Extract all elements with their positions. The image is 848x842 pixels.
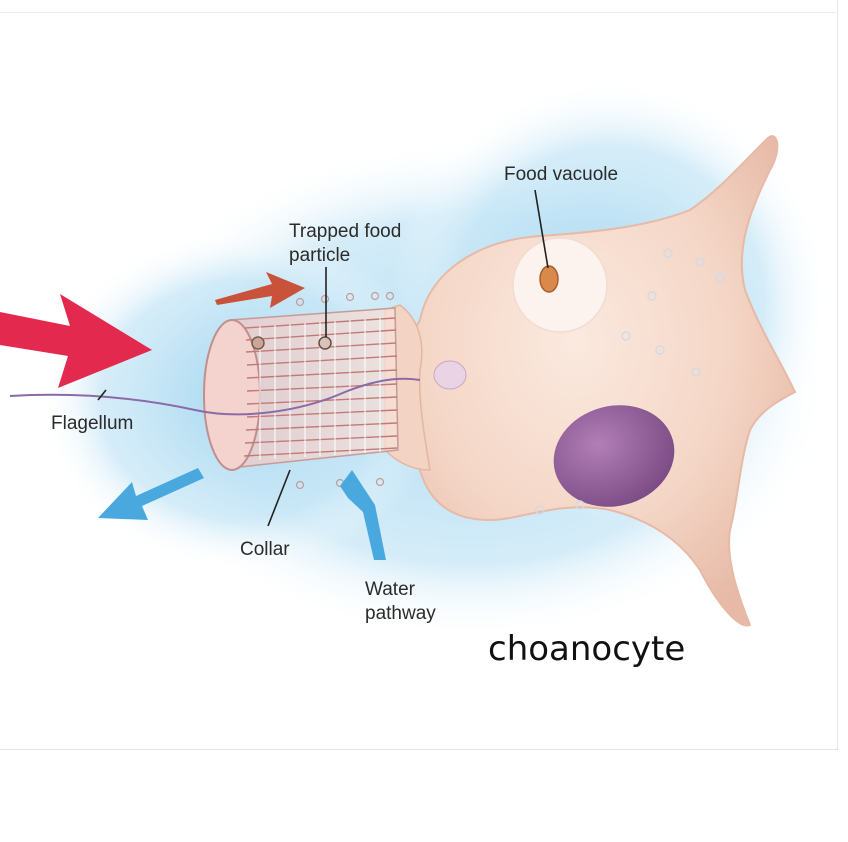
cell-body bbox=[393, 135, 797, 627]
label-trapped-food-line1: Trapped food bbox=[289, 221, 401, 242]
vesicles bbox=[535, 248, 725, 515]
callout-lines bbox=[97, 189, 549, 527]
choanocyte-diagram: Food vacuole Trapped food particle Flage… bbox=[0, 80, 830, 640]
water-pathway-arrow bbox=[340, 470, 386, 560]
frame-top-border bbox=[0, 12, 838, 13]
label-flagellum: Flagellum bbox=[51, 413, 133, 434]
label-water-line2: pathway bbox=[365, 603, 436, 624]
incoming-water-arrow bbox=[0, 294, 152, 388]
label-collar: Collar bbox=[240, 539, 290, 560]
flagellum bbox=[9, 377, 421, 416]
caption-choanocyte: choanocyte bbox=[488, 629, 686, 669]
label-food-vacuole: Food vacuole bbox=[504, 164, 618, 185]
trapped-food-particle-2 bbox=[318, 336, 332, 350]
trapped-food-particle-1 bbox=[251, 336, 265, 350]
collar-mesh bbox=[203, 291, 399, 490]
current-arrow bbox=[215, 272, 305, 308]
nucleus bbox=[553, 405, 675, 507]
label-trapped-food-line2: particle bbox=[289, 245, 350, 266]
food-particle-in-vacuole bbox=[539, 265, 559, 293]
label-water-line1: Water bbox=[365, 579, 416, 600]
food-vacuole-circle bbox=[512, 237, 608, 333]
cell-bulge bbox=[433, 360, 467, 390]
outgoing-water-arrow bbox=[98, 468, 204, 520]
